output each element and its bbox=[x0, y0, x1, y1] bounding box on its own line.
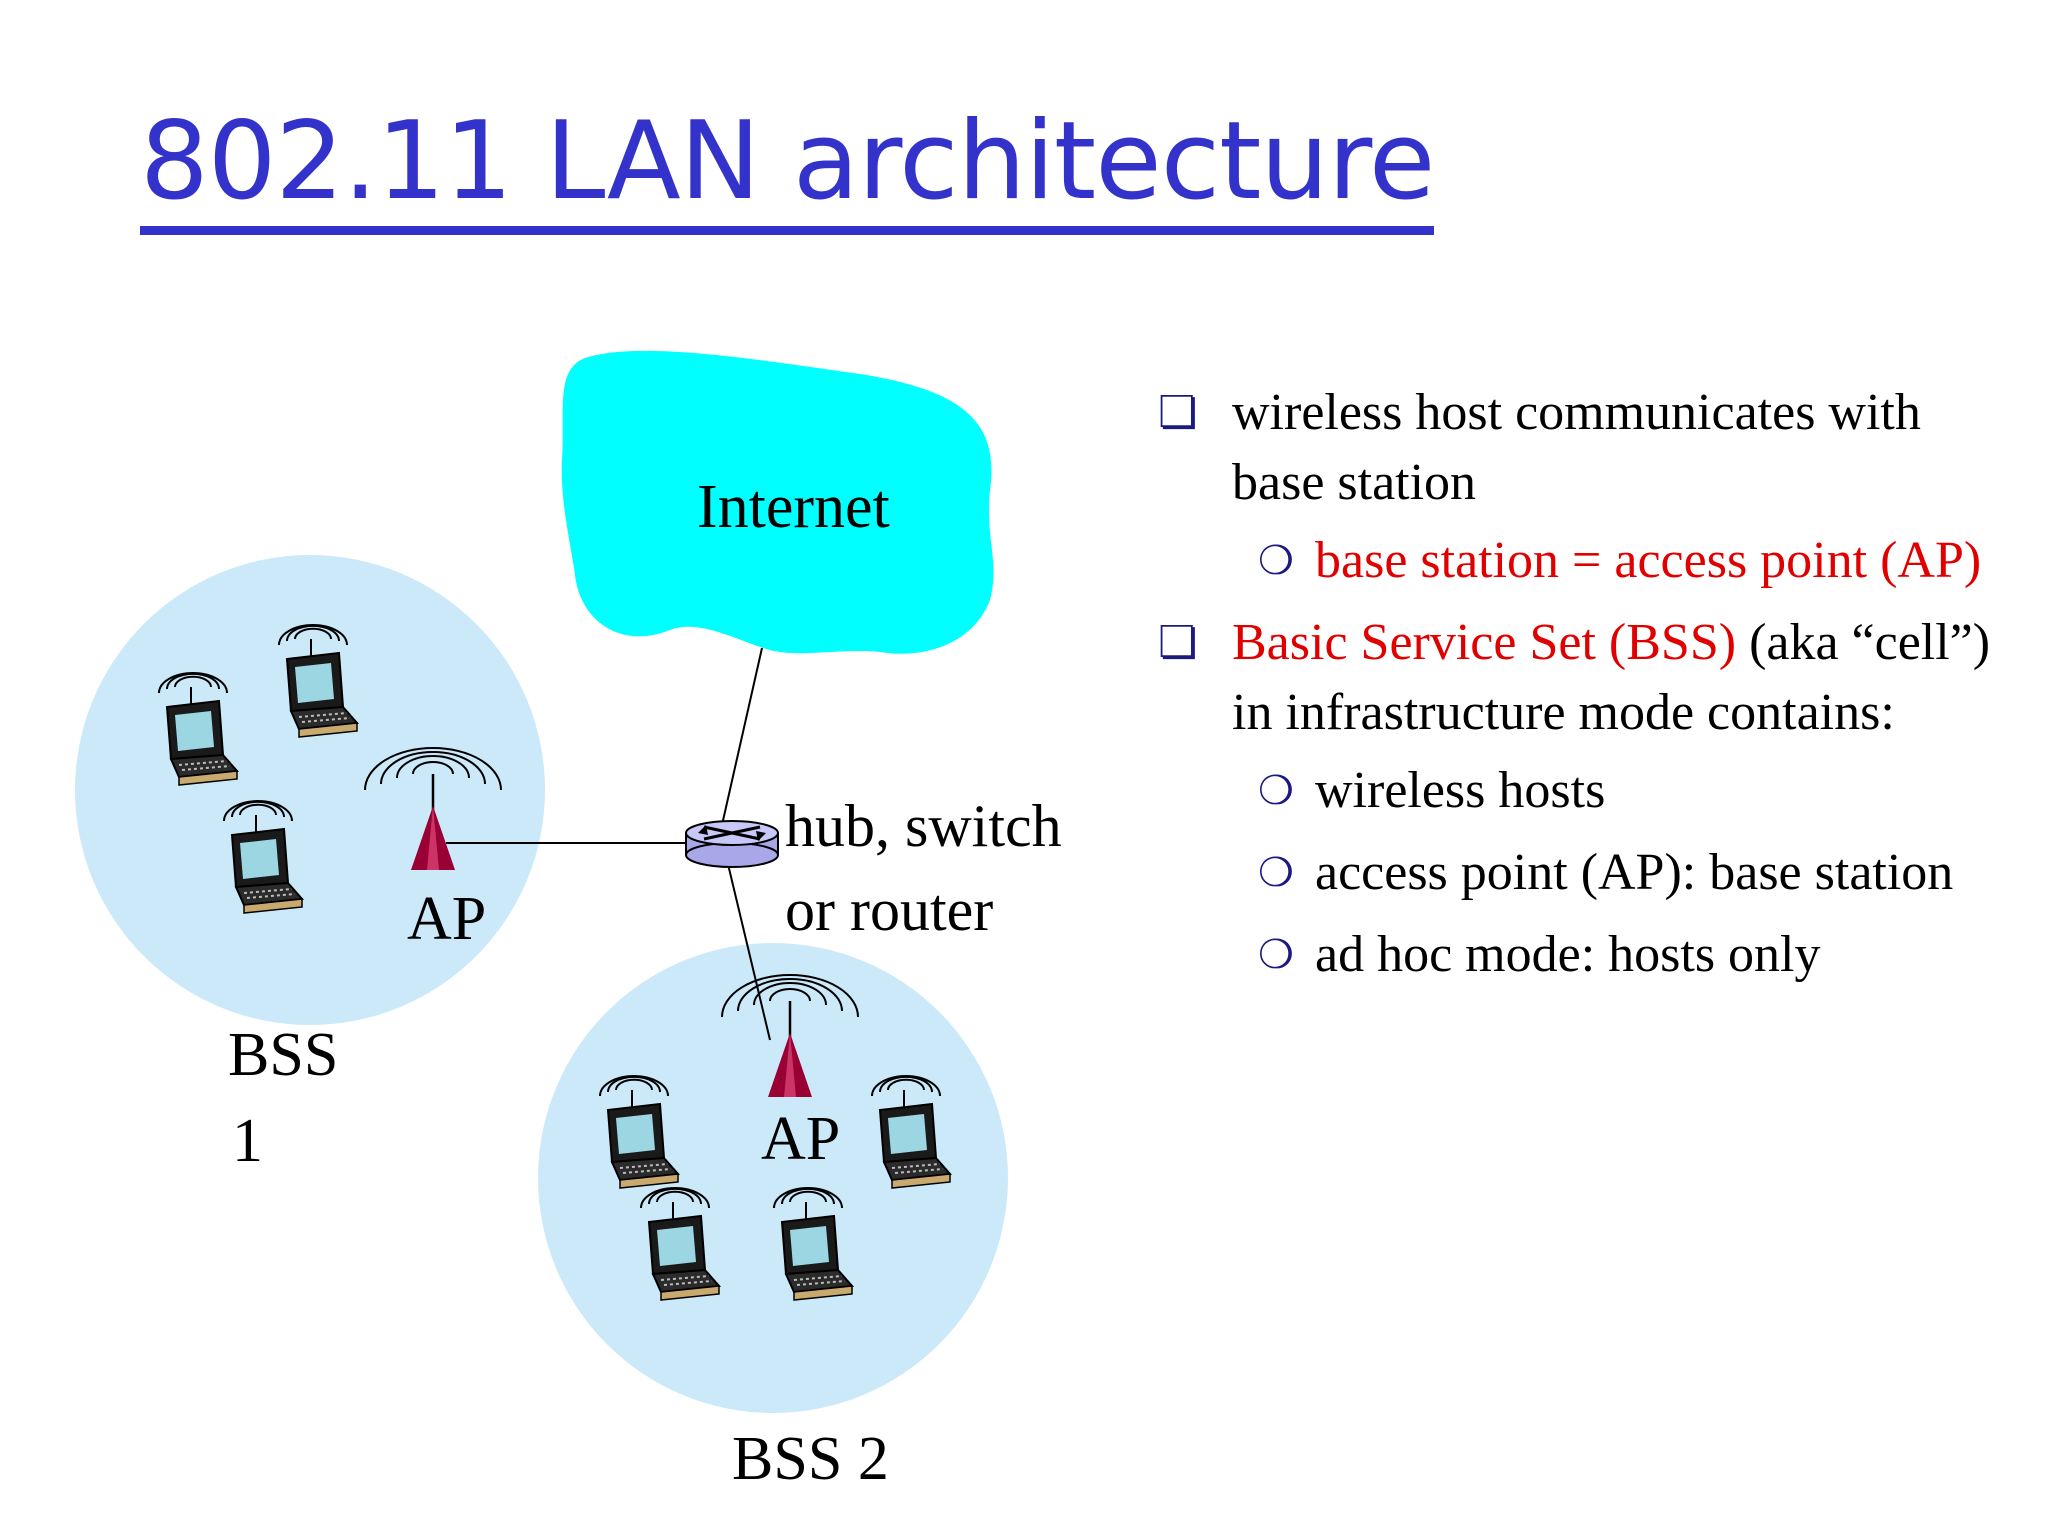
ap1-label: AP bbox=[407, 885, 487, 953]
sub-bullet-text: base station = access point (AP) bbox=[1315, 532, 1982, 589]
square-bullet-icon: ❏ bbox=[1158, 617, 1198, 668]
internet-cloud bbox=[561, 350, 994, 654]
link-router-ap2 bbox=[726, 859, 771, 1041]
sub-bullet-text: wireless hosts bbox=[1315, 762, 1606, 819]
sub-bullet-item: ❍ base station = access point (AP) bbox=[1150, 526, 2010, 596]
router-icon bbox=[685, 820, 779, 868]
bullet-text: (aka “cell”) in infrastructure mode cont… bbox=[1232, 614, 1991, 741]
bullet-item: ❏ wireless host communicates with base s… bbox=[1150, 378, 2010, 518]
bss1-label-number: 1 bbox=[232, 1107, 263, 1175]
internet-label: Internet bbox=[697, 473, 890, 541]
circle-bullet-icon: ❍ bbox=[1258, 768, 1294, 814]
ap2-label: AP bbox=[761, 1105, 841, 1173]
sub-bullet-text: ad hoc mode: hosts only bbox=[1315, 926, 1821, 983]
router-label-line2: or router bbox=[785, 877, 994, 943]
router-label-line1: hub, switch bbox=[785, 793, 1062, 859]
sub-bullet-text: access point (AP): base station bbox=[1315, 844, 1954, 901]
link-router-internet bbox=[721, 647, 763, 826]
square-bullet-icon: ❏ bbox=[1158, 387, 1198, 438]
slide-title: 802.11 LAN architecture bbox=[140, 99, 1435, 236]
bullet-list: ❏ wireless host communicates with base s… bbox=[1150, 378, 2010, 1002]
bss2-label: BSS 2 bbox=[732, 1425, 889, 1493]
bullet-text-emphasis: Basic Service Set (BSS) bbox=[1232, 614, 1737, 671]
circle-bullet-icon: ❍ bbox=[1258, 538, 1294, 584]
sub-bullet-item: ❍ access point (AP): base station bbox=[1150, 838, 2010, 908]
bullet-text: wireless host communicates with base sta… bbox=[1232, 384, 1921, 511]
bullet-item: ❏ Basic Service Set (BSS) (aka “cell”) i… bbox=[1150, 608, 2010, 748]
circle-bullet-icon: ❍ bbox=[1258, 932, 1294, 978]
circle-bullet-icon: ❍ bbox=[1258, 850, 1294, 896]
sub-bullet-item: ❍ ad hoc mode: hosts only bbox=[1150, 920, 2010, 990]
bss2-coverage-circle bbox=[538, 943, 1008, 1413]
bss1-label: BSS bbox=[228, 1021, 339, 1089]
sub-bullet-item: ❍ wireless hosts bbox=[1150, 756, 2010, 826]
